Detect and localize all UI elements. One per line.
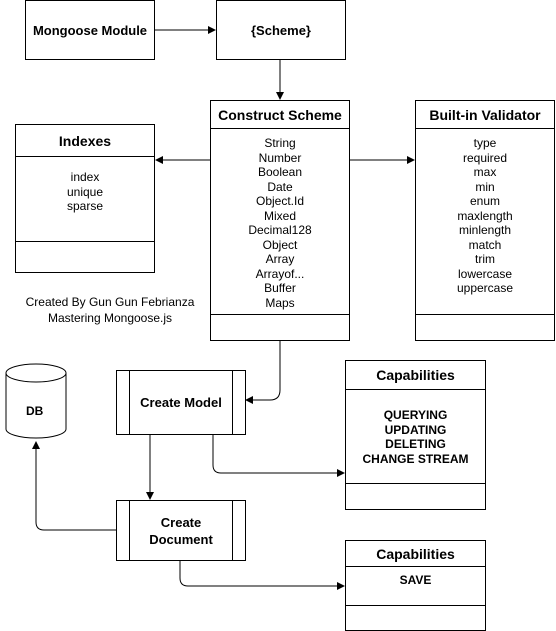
list-item: type bbox=[473, 136, 497, 150]
db-cylinder-icon bbox=[5, 363, 67, 439]
list-item: Arrayof... bbox=[255, 266, 305, 281]
process-bar-left bbox=[129, 371, 130, 434]
builtin-validator-title: Built-in Validator bbox=[416, 101, 554, 129]
list-item: CHANGE STREAM bbox=[362, 451, 469, 466]
list-item: QUERYING bbox=[383, 408, 448, 422]
scheme-label: {Scheme} bbox=[251, 22, 311, 38]
credit-line-2: Mastering Mongoose.js bbox=[47, 311, 173, 325]
create-document-label-line-2: Document bbox=[149, 531, 213, 547]
list-item: Date bbox=[267, 179, 293, 194]
mongoose-module-label: Mongoose Module bbox=[32, 22, 148, 38]
credit-line-1: Created By Gun Gun Febrianza bbox=[25, 295, 195, 309]
author-credit: Created By Gun Gun Febrianza Mastering M… bbox=[18, 294, 202, 326]
process-bar-right bbox=[232, 501, 233, 560]
create-document-label-line-1: Create bbox=[160, 514, 202, 530]
builtin-validator-footer bbox=[416, 314, 554, 340]
list-item: Decimal128 bbox=[248, 223, 312, 237]
list-item: sparse bbox=[66, 199, 104, 213]
list-item: unique bbox=[66, 184, 104, 199]
builtin-validator-list: type required max min enum maxlength min… bbox=[416, 129, 554, 296]
capabilities-model-box: Capabilities QUERYING UPDATING DELETING … bbox=[345, 360, 486, 510]
list-item: min bbox=[475, 179, 495, 194]
list-item: Boolean bbox=[257, 165, 303, 179]
list-item: SAVE bbox=[399, 573, 432, 587]
capabilities-model-footer bbox=[346, 483, 485, 509]
arrow-construct-to-model bbox=[245, 341, 281, 404]
list-item: Mixed bbox=[263, 208, 296, 223]
capabilities-model-title: Capabilities bbox=[346, 361, 485, 390]
create-model-label: Create Model bbox=[140, 395, 222, 410]
list-item: match bbox=[468, 237, 502, 252]
builtin-validator-box: Built-in Validator type required max min… bbox=[415, 100, 555, 341]
scheme-box: {Scheme} bbox=[216, 0, 346, 60]
capabilities-document-list: SAVE bbox=[346, 567, 485, 588]
list-item: enum bbox=[469, 194, 501, 208]
construct-scheme-title: Construct Scheme bbox=[211, 101, 349, 129]
list-item: minlength bbox=[458, 223, 512, 237]
indexes-box: Indexes index unique sparse bbox=[15, 124, 155, 273]
list-item: Array bbox=[265, 252, 295, 266]
list-item: index bbox=[70, 170, 100, 184]
list-item: Number bbox=[258, 150, 302, 165]
list-item: trim bbox=[475, 252, 495, 266]
create-document-box: Create Document bbox=[116, 500, 246, 561]
list-item: max bbox=[473, 165, 497, 179]
list-item: String bbox=[264, 136, 296, 150]
list-item: lowercase bbox=[457, 266, 513, 281]
list-item: Object.Id bbox=[255, 194, 305, 208]
indexes-footer bbox=[16, 241, 154, 272]
list-item: uppercase bbox=[456, 281, 514, 295]
capabilities-document-box: Capabilities SAVE bbox=[345, 540, 486, 631]
db-label: DB bbox=[26, 404, 44, 418]
create-model-box: Create Model bbox=[116, 370, 246, 435]
construct-scheme-list: String Number Boolean Date Object.Id Mix… bbox=[211, 129, 349, 310]
process-bar-left bbox=[129, 501, 130, 560]
list-item: DELETING bbox=[385, 437, 446, 451]
mongoose-module-box: Mongoose Module bbox=[25, 0, 155, 60]
arrow-document-to-capabilities bbox=[179, 561, 345, 590]
capabilities-document-footer bbox=[346, 605, 485, 630]
list-item: required bbox=[462, 150, 508, 165]
list-item: Object bbox=[262, 237, 298, 252]
construct-scheme-footer bbox=[211, 314, 349, 340]
capabilities-model-list: QUERYING UPDATING DELETING CHANGE STREAM bbox=[346, 390, 485, 466]
indexes-list: index unique sparse bbox=[16, 157, 154, 214]
indexes-title: Indexes bbox=[16, 125, 154, 157]
list-item: maxlength bbox=[457, 208, 513, 223]
process-bar-right bbox=[232, 371, 233, 434]
list-item: Maps bbox=[265, 295, 295, 310]
capabilities-document-title: Capabilities bbox=[346, 541, 485, 567]
arrow-document-to-db bbox=[32, 441, 116, 531]
list-item: Buffer bbox=[264, 281, 296, 295]
construct-scheme-box: Construct Scheme String Number Boolean D… bbox=[210, 100, 350, 341]
list-item: UPDATING bbox=[384, 422, 447, 437]
arrow-model-to-capabilities bbox=[212, 435, 345, 477]
